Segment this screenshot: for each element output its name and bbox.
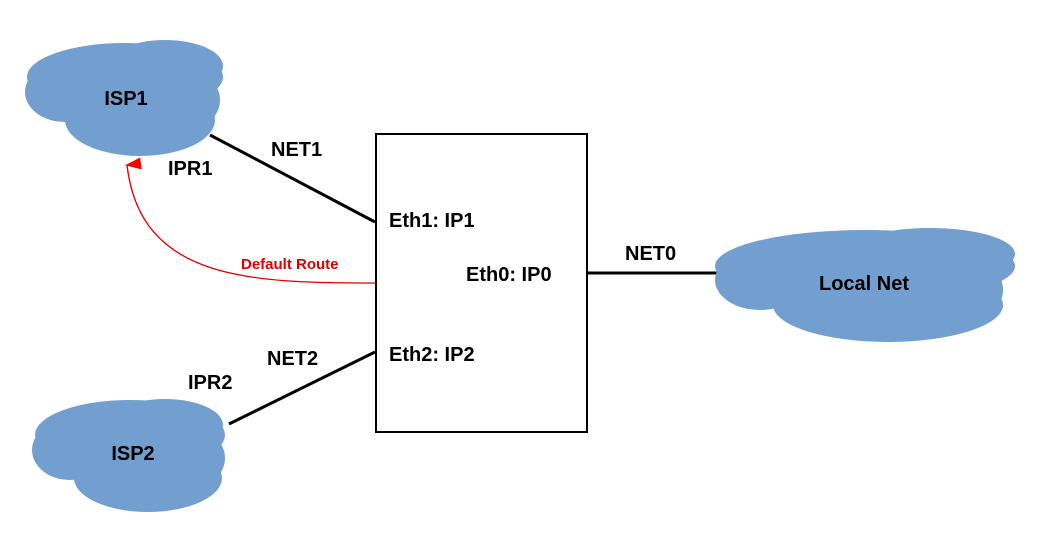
net2-label: NET2 xyxy=(267,348,318,370)
net0-label: NET0 xyxy=(625,243,676,265)
local-net-label: Local Net xyxy=(819,273,909,295)
local-net-cloud xyxy=(715,228,1015,342)
default-route-arrow xyxy=(125,157,376,284)
isp1-label: ISP1 xyxy=(104,88,147,110)
isp2-label: ISP2 xyxy=(111,443,154,465)
default-route-label: Default Route xyxy=(241,256,339,273)
eth1-label: Eth1: IP1 xyxy=(389,210,475,232)
isp2-cloud xyxy=(32,399,225,512)
net1-label: NET1 xyxy=(271,139,322,161)
link-net2 xyxy=(228,350,376,426)
ipr2-label: IPR2 xyxy=(188,372,232,394)
eth0-label: Eth0: IP0 xyxy=(466,264,552,286)
ipr1-label: IPR1 xyxy=(168,158,212,180)
router-box xyxy=(375,133,588,433)
link-net1 xyxy=(209,133,376,224)
eth2-label: Eth2: IP2 xyxy=(389,344,475,366)
isp1-cloud xyxy=(25,40,223,156)
